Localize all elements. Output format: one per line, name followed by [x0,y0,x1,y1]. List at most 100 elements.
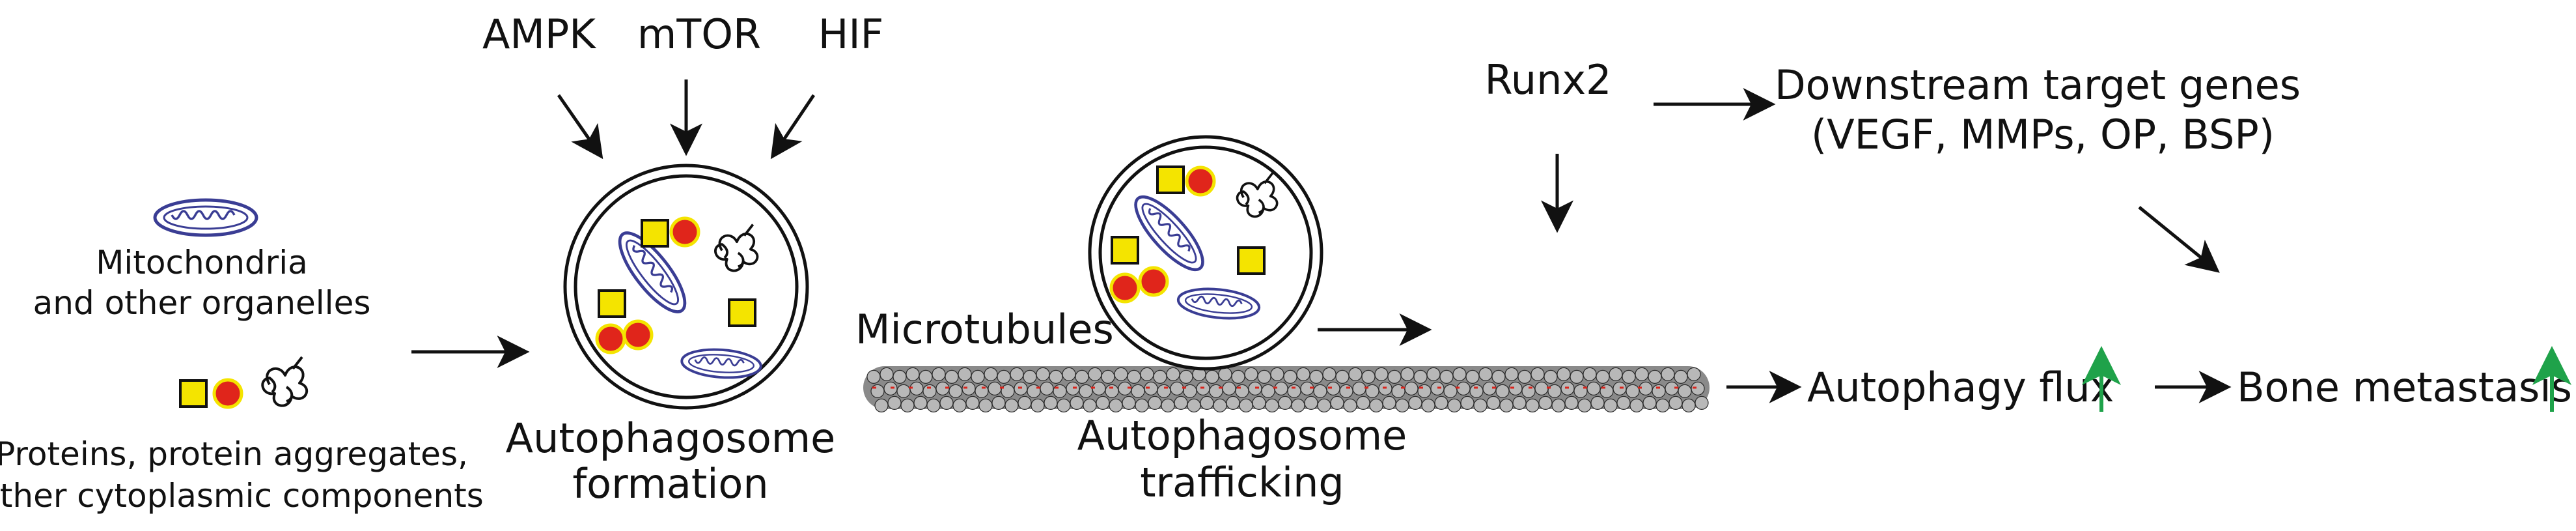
label-runx2: Runx2 [1484,56,1611,104]
microtubule-subunit [932,367,946,382]
microtubule-subunit [1083,398,1097,413]
microtubule-subunit [1512,395,1527,410]
microtubule-subunit [949,384,963,399]
microtubule-subunit [1122,395,1136,410]
microtubule-subunit [1075,369,1089,384]
microtubule-subunit [1222,381,1236,396]
microtubule-subunit [1335,369,1350,384]
microtubule-subunit [1304,395,1318,410]
microtubule-subunit [1153,369,1167,384]
microtubule-subunit [1352,381,1366,396]
microtubule-subunit [1603,398,1618,413]
microtubule-subunit [962,381,976,396]
autophagosome-icon [563,164,809,410]
microtubule-subunit [1499,398,1514,413]
microtubule-subunit [1109,398,1123,413]
microtubule-subunit [1283,369,1297,384]
microtubule-subunit [1452,367,1467,382]
microtubule-subunit [1642,395,1657,410]
microtubule-subunit [1387,369,1402,384]
microtubule-subunit [1530,367,1545,382]
microtubule-subunit [1508,381,1523,396]
microtubule-subunit [922,384,937,399]
microtubule-subunit [1551,398,1566,413]
microtubule-subunit [1036,367,1050,382]
microtubule-subunit [1669,395,1683,410]
microtubule-subunit [1473,398,1488,413]
microtubule-subunit [866,369,881,384]
microtubule-subunit [1391,384,1406,399]
microtubule-subunit [939,395,954,410]
microtubule-subunit [874,398,889,413]
microtubule-subunit [1395,398,1409,413]
microtubule-subunit [1209,384,1223,399]
microtubule-subunit [1521,384,1536,399]
microtubule-subunit [1495,384,1510,399]
microtubule-subunit [1079,384,1093,399]
microtubule-subunit [1270,367,1284,382]
microtubule-subunit [1504,367,1519,382]
microtubule-subunit [1287,384,1301,399]
microtubule-subunit [1547,384,1562,399]
microtubule-subunit [1170,381,1184,396]
microtubule-subunit [1140,367,1154,382]
label-mitochondria-line2: and other organelles [33,284,371,322]
microtubule-subunit [1326,381,1340,396]
label-formation-line1: Autophagosome [506,414,836,462]
microtubule-subunit [1004,398,1019,413]
microtubule-subunit [879,367,894,382]
microtubule-subunit [1062,367,1076,382]
microtubule-subunit [1166,367,1180,382]
microtubule-subunit [1157,384,1171,399]
microtubule-subunit [1148,395,1162,410]
microtubule-subunit [997,369,1011,384]
microtubule-subunit [1469,384,1484,399]
label-mtor: mTOR [637,10,761,58]
microtubule-subunit [978,398,993,413]
microtubule-subunit [1534,381,1549,396]
microtubule-subunit [1557,367,1571,382]
microtubule-subunit [1027,384,1041,399]
microtubule-subunit [1408,395,1422,410]
microtubule-subunit [1213,398,1227,413]
microtubule-subunit [893,369,907,384]
label-proteins-line2: other cytoplasmic components [0,477,484,515]
microtubule-subunit [1525,398,1540,413]
microtubule-subunit [1261,384,1275,399]
microtubule-subunit [1447,398,1461,413]
label-microtubules: Microtubules [855,306,1114,353]
microtubule-subunit [1105,384,1119,399]
microtubule-subunit [1577,398,1592,413]
microtubule-subunit [1057,398,1071,413]
microtubule-subunit [1413,369,1428,384]
microtubule-subunit [1101,369,1115,384]
microtubule-subunit [1040,381,1054,396]
microtubule-subunit [1600,384,1614,399]
microtubule-subunit [1183,384,1197,399]
trafficking-autophagosome-icon [1088,135,1323,371]
microtubule-subunit [1404,381,1419,396]
microtubule-subunit [1088,367,1102,382]
microtubule-subunit [958,367,972,382]
microtubule-subunit [1257,369,1271,384]
microtubule-subunit [1361,369,1376,384]
microtubule-subunit [952,398,967,413]
microtubule-subunit [1400,367,1415,382]
mitochondrion-icon [155,200,256,235]
microtubule-subunit [1583,367,1597,382]
microtubule-subunit [1330,395,1344,410]
microtubule-subunit [1309,369,1323,384]
label-hif: HIF [818,10,884,58]
microtubule-subunit [1096,395,1110,410]
microtubule-subunit [1031,398,1045,413]
microtubule-subunit [1049,369,1063,384]
microtubule-subunit [926,398,941,413]
label-trafficking-line2: trafficking [1140,459,1344,506]
microtubule-subunit [1356,395,1370,410]
microtubule-subunit [1010,367,1024,382]
microtubule-subunit [1174,395,1188,410]
microtubule-subunit [1629,398,1644,413]
microtubule-subunit [991,395,1006,410]
arrow-hif-to-formation [770,94,816,160]
microtubule-subunit [1439,369,1454,384]
